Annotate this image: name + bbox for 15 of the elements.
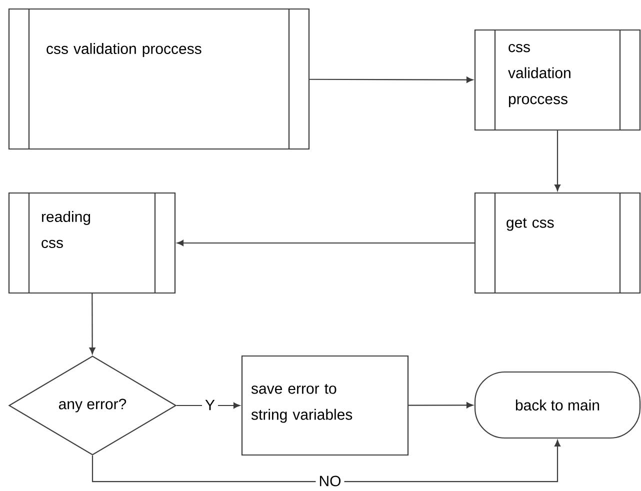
arrow (176, 402, 240, 409)
edge-label: Y (202, 396, 218, 414)
subroutine-box: css validation proccess (474, 29, 641, 131)
arrow (408, 402, 474, 408)
arrow (92, 440, 561, 482)
arrow (176, 240, 474, 246)
process-box: save error to string variables (241, 355, 409, 456)
terminator-box: back to main (474, 371, 641, 439)
arrow (310, 76, 474, 83)
subroutine-box: get css (474, 192, 641, 294)
edge-label: NO (316, 472, 344, 490)
subroutine-box: css validation proccess (8, 8, 310, 150)
arrow (554, 130, 561, 192)
subroutine-box: reading css (8, 192, 176, 294)
arrow (89, 294, 96, 354)
